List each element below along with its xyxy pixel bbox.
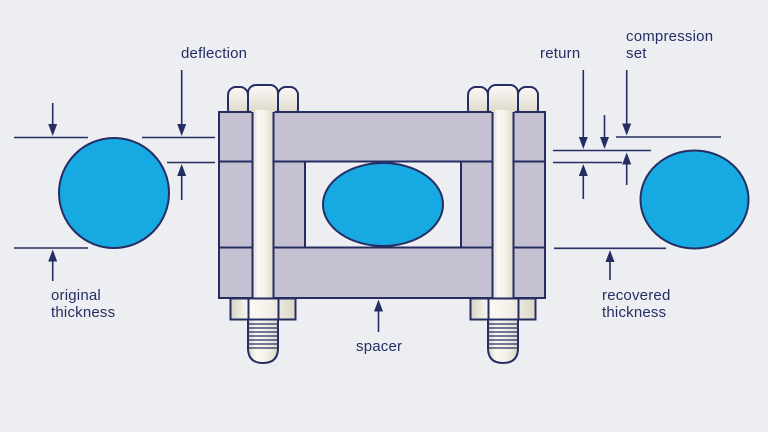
return-label: return (540, 45, 581, 62)
spacer-arrowhead (374, 299, 383, 312)
deflection-down-arrowhead (177, 124, 187, 136)
recovered-thickness-label-line2: thickness (602, 304, 667, 321)
left-stud-body (247, 318, 279, 365)
return-up-arrowhead (578, 164, 588, 176)
dimension-arrows (48, 70, 632, 332)
right-bolt-shaft-fill (491, 110, 515, 299)
spacer-label: spacer (356, 338, 403, 355)
compression-set-label-line2: set (626, 45, 647, 62)
compression-set-up-arrowhead (622, 152, 632, 165)
dimension-lines (14, 136, 721, 250)
return-down-arrowhead (578, 137, 588, 149)
right-bolt-shaft (491, 110, 515, 299)
left-bolt-shaft-fill (251, 110, 275, 299)
recovered-bottom-arrowhead (605, 250, 615, 262)
original-top-arrowhead (48, 124, 58, 136)
compression-set-label: compression set (626, 28, 713, 62)
compression-set-down-arrowhead (622, 123, 632, 136)
left-nut-body (229, 297, 297, 321)
right-nut-body (469, 297, 537, 321)
right-stud-body (487, 318, 519, 365)
original-thickness-label-line2: thickness (51, 304, 116, 321)
left-bolt-shaft (251, 110, 275, 299)
compressed-oring (322, 162, 444, 247)
right-stud-threads (488, 323, 518, 349)
right-bolt-nut (469, 297, 537, 321)
test-fixture (218, 84, 546, 365)
original-thickness-label-line1: original (51, 287, 101, 304)
compression-set-label-line1: compression (626, 28, 714, 45)
deflection-label: deflection (181, 45, 248, 62)
left-bolt-nut (229, 297, 297, 321)
left-bolt-stud (247, 318, 279, 365)
recovered-thickness-label-line1: recovered (602, 287, 671, 304)
left-stud-threads (248, 323, 278, 349)
recovered-oring (639, 149, 750, 250)
recovered-thickness-label: recovered thickness (602, 287, 671, 321)
original-thickness-label: original thickness (51, 287, 115, 321)
deflection-up-arrowhead (177, 164, 187, 176)
original-bottom-arrowhead (48, 249, 58, 262)
right-bolt-stud (487, 318, 519, 365)
recovered-down-arrowhead (600, 137, 609, 149)
original-oring (58, 137, 170, 249)
